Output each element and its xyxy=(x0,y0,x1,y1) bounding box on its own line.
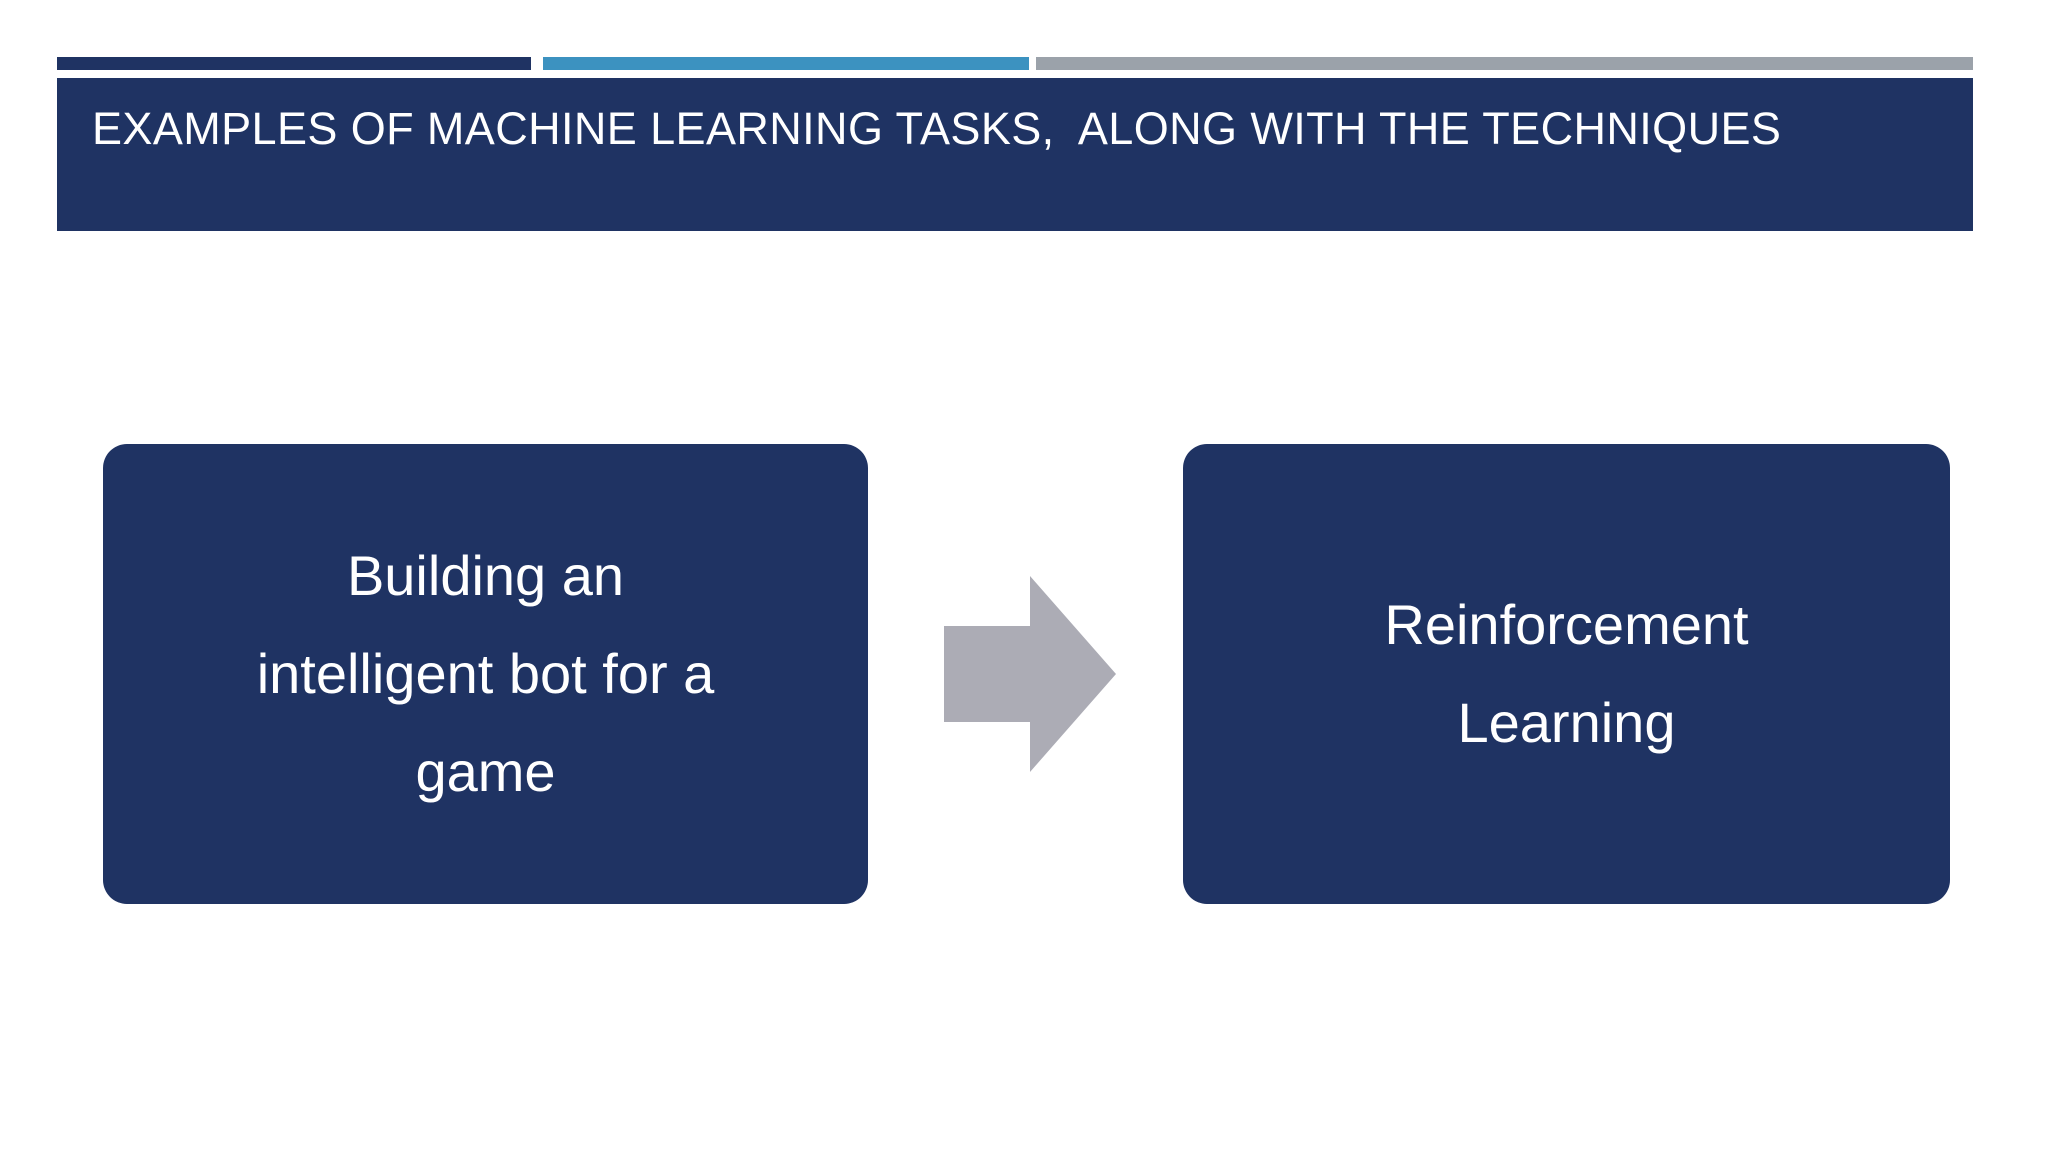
slide-title-band: EXAMPLES OF MACHINE LEARNING TASKS, ALON… xyxy=(57,78,1973,231)
source-task-label: Building an intelligent bot for a game xyxy=(256,544,715,803)
target-technique-box[interactable]: Reinforcement Learning xyxy=(1183,444,1950,904)
top-rule-segment-navy xyxy=(57,57,531,70)
top-rule-segment-blue xyxy=(543,57,1029,70)
target-technique-label: Reinforcement Learning xyxy=(1384,593,1749,754)
right-arrow-icon xyxy=(944,576,1116,772)
flow-connector xyxy=(944,576,1116,772)
source-task-box[interactable]: Building an intelligent bot for a game xyxy=(103,444,868,904)
top-rule-segment-grey xyxy=(1036,57,1973,70)
page-title: EXAMPLES OF MACHINE LEARNING TASKS, ALON… xyxy=(92,103,1782,154)
